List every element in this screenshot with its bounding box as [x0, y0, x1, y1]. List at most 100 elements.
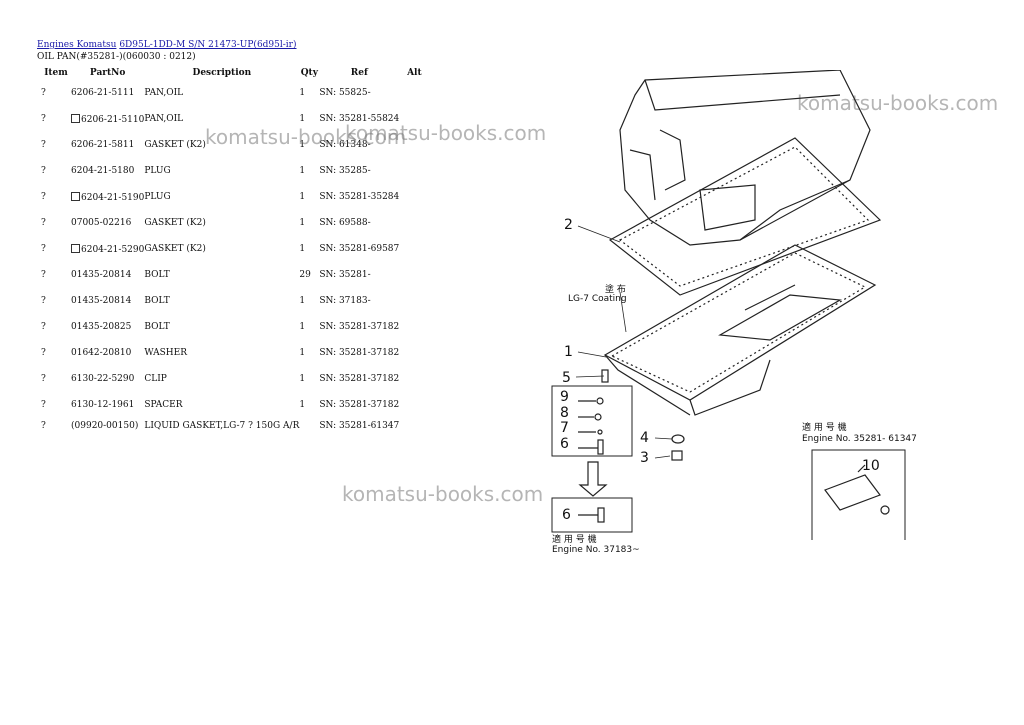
- cell-item-text: ?: [41, 114, 46, 124]
- cell-qty: 1: [299, 288, 319, 314]
- cell-item-text: ?: [41, 244, 46, 254]
- cell-ref: SN: 35281-37182: [319, 314, 399, 340]
- cell-item-text: ?: [41, 322, 46, 332]
- cell-qty: 1: [299, 366, 319, 392]
- watermark: komatsu-books.com: [797, 91, 999, 115]
- cell-qty-text: 1: [299, 140, 306, 150]
- cell-partno-text: 6130-12-1961: [71, 400, 135, 410]
- cell-partno-text: 07005-02216: [71, 218, 132, 228]
- table-header-row: Item PartNo Description Qty Ref Alt: [37, 66, 429, 80]
- checkbox-icon: [71, 113, 80, 123]
- cell-partno-text: 01642-20810: [71, 348, 132, 358]
- cell-description-text: WASHER: [144, 348, 188, 358]
- cell-item: ?: [37, 210, 71, 236]
- cell-ref-text: SN: 35281-61347: [319, 421, 400, 431]
- cell-ref: SN: 35281-35284: [319, 184, 399, 210]
- callout-3: 3: [640, 450, 649, 466]
- watermark: komatsu-books.com: [342, 482, 544, 506]
- watermark: komatsu-books.com: [345, 121, 547, 145]
- cell-ref-text: SN: 35281-37182: [319, 348, 400, 358]
- cell-alt: [399, 262, 429, 288]
- cell-alt: [399, 184, 429, 210]
- cell-ref: SN: 35285-: [319, 158, 399, 184]
- breadcrumb-link-engines[interactable]: Engines Komatsu: [37, 40, 117, 50]
- inset-box-engine-61347: [811, 449, 906, 540]
- cell-item: ?: [37, 418, 71, 434]
- cell-partno: 6204-21-5190: [71, 184, 144, 210]
- cell-qty-text: 1: [299, 400, 306, 410]
- cell-qty-text: 1: [299, 166, 306, 176]
- cell-item-text: ?: [41, 166, 46, 176]
- cell-item: ?: [37, 236, 71, 262]
- cell-ref-text: SN: 61348-: [319, 140, 371, 150]
- header-item: Item: [44, 68, 68, 78]
- cell-partno: 6204-21-5290: [71, 236, 144, 262]
- cell-qty: [299, 418, 319, 434]
- header-ref: Ref: [350, 68, 368, 78]
- breadcrumb-link-model[interactable]: 6D95L-1DD-M S/N 21473-UP(6d95l-ir): [119, 40, 297, 50]
- cell-description: WASHER: [144, 340, 299, 366]
- cell-description-text: PAN,OIL: [144, 114, 184, 124]
- cell-description-text: GASKET (K2): [144, 140, 206, 150]
- inset-box-engine-37183: [551, 497, 633, 533]
- cell-ref-text: SN: 35281-37182: [319, 400, 400, 410]
- cell-description-text: GASKET (K2): [144, 244, 206, 254]
- cell-qty: 1: [299, 132, 319, 158]
- engine-block-outline: [619, 70, 871, 246]
- cell-qty: 1: [299, 236, 319, 262]
- cell-description: PAN,OIL: [144, 106, 299, 132]
- cell-partno-text: 6204-21-5180: [71, 166, 135, 176]
- header-description: Description: [192, 68, 252, 78]
- inset1-label-jp: 適 用 号 機: [552, 533, 597, 545]
- cell-ref-text: SN: 69588-: [319, 218, 371, 228]
- cell-qty: 1: [299, 210, 319, 236]
- gasket-outline: [608, 137, 882, 296]
- cell-item: ?: [37, 262, 71, 288]
- cell-description-text: PLUG: [144, 192, 171, 202]
- checkbox-icon: [71, 191, 80, 201]
- cell-qty-text: 1: [299, 296, 306, 306]
- cell-item: ?: [37, 132, 71, 158]
- cell-alt: [399, 236, 429, 262]
- cell-qty-text: 1: [299, 114, 306, 124]
- cell-ref: SN: 37183-: [319, 288, 399, 314]
- cell-item-text: ?: [41, 348, 46, 358]
- cell-ref-text: SN: 35281-35284: [319, 192, 400, 202]
- inset2-engine-label: Engine No. 35281- 61347: [802, 434, 917, 444]
- cell-partno-text: 6206-21-5811: [71, 140, 135, 150]
- cell-item-text: ?: [41, 374, 46, 384]
- cell-description: SPACER: [144, 392, 299, 418]
- cell-description-text: BOLT: [144, 322, 170, 332]
- cell-ref-text: SN: 35281-37182: [319, 322, 400, 332]
- cell-description-text: BOLT: [144, 270, 170, 280]
- cell-qty: 1: [299, 80, 319, 106]
- cell-partno: (09920-00150): [71, 418, 144, 434]
- cell-qty-text: 1: [299, 244, 306, 254]
- cell-ref: SN: 35281-37182: [319, 366, 399, 392]
- cell-item-text: ?: [41, 140, 46, 150]
- cell-partno-text: 6206-21-5110: [81, 114, 145, 125]
- plug-part: [671, 434, 685, 461]
- header-alt: Alt: [407, 68, 422, 78]
- cell-alt: [399, 392, 429, 418]
- cell-qty-text: 1: [299, 88, 306, 98]
- cell-description: LIQUID GASKET,LG-7 ? 150G A/R: [144, 418, 299, 434]
- cell-alt: [399, 80, 429, 106]
- cell-description-text: BOLT: [144, 296, 170, 306]
- callout-8: 8: [560, 405, 569, 421]
- cell-description: CLIP: [144, 366, 299, 392]
- cell-partno: 01435-20814: [71, 262, 144, 288]
- cell-qty-text: 29: [299, 270, 311, 280]
- cell-partno-text: 6130-22-5290: [71, 374, 135, 384]
- cell-ref-text: SN: 35281-55824: [319, 114, 400, 124]
- cell-alt: [399, 314, 429, 340]
- cell-ref-text: SN: 35285-: [319, 166, 371, 176]
- cell-partno: 6206-21-5110: [71, 106, 144, 132]
- checkbox-icon: [71, 243, 80, 253]
- cell-ref-text: SN: 35281-69587: [319, 244, 400, 254]
